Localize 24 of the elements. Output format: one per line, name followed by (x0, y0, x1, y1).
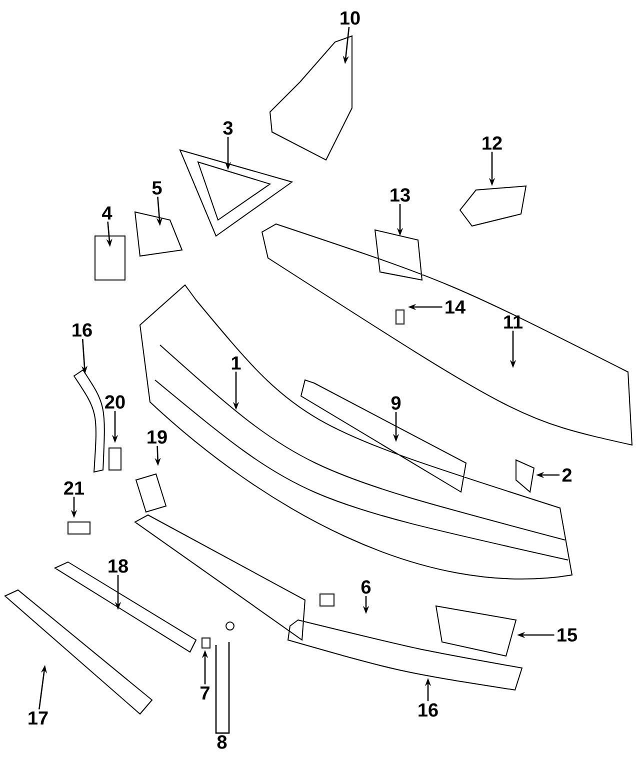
callout-number: 9 (391, 396, 401, 410)
callout-number: 1 (232, 356, 241, 370)
callout-number: 19 (148, 430, 167, 444)
leader-line (222, 642, 230, 734)
callout-number: 12 (482, 136, 502, 150)
callout-number: 2 (562, 468, 572, 482)
callout-number: 7 (200, 686, 210, 700)
callout-number: 11 (504, 315, 523, 329)
callout-number: 16 (418, 703, 438, 717)
callout-number: 17 (28, 711, 48, 725)
callout-number: 8 (217, 735, 227, 749)
callout-number: 13 (390, 188, 410, 202)
callout-number: 4 (102, 206, 112, 220)
callout-number: 6 (361, 580, 371, 594)
callout-number: 21 (64, 481, 84, 495)
callout-number: 16 (72, 323, 92, 337)
callout-number: 10 (340, 11, 360, 25)
callout-number: 20 (105, 395, 125, 409)
callout-number: 5 (152, 181, 162, 195)
callout-number: 18 (108, 559, 128, 573)
callout-number: 15 (558, 628, 578, 642)
callout-number: 3 (223, 121, 233, 135)
callout-number: 14 (446, 300, 466, 314)
leader-line (215, 645, 222, 734)
